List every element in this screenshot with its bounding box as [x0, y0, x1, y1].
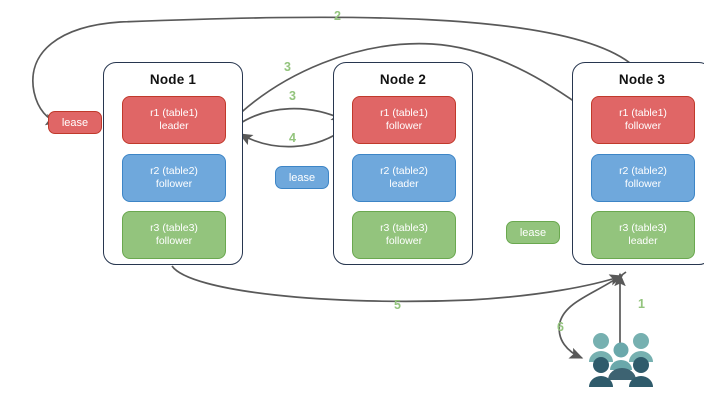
node-3-title: Node 3	[618, 72, 666, 87]
node-3-replica-r3-line2: leader	[628, 235, 658, 247]
node-1-replica-r2-line2: follower	[155, 178, 193, 190]
node-3-replica-r1-line1: r1 (table1)	[619, 107, 667, 119]
node-1-title: Node 1	[149, 72, 197, 87]
lease-blue[interactable]: lease	[275, 166, 329, 189]
node-1-replica-r1-line2: leader	[159, 120, 189, 132]
node-3-container[interactable]: Node 3 r1 (table1) follower r2 (table2) …	[572, 62, 704, 265]
node-3-replica-r1-line2: follower	[624, 120, 662, 132]
step-label-4: 4	[289, 131, 296, 145]
step-label-3b: 3	[289, 89, 296, 103]
node-2-replica-r1[interactable]: r1 (table1) follower	[352, 96, 456, 144]
node-3-replica-r2[interactable]: r2 (table2) follower	[591, 154, 695, 202]
arrow-step-6	[558, 271, 627, 359]
node-2-replica-r1-line1: r1 (table1)	[380, 107, 428, 119]
step-label-3a: 3	[284, 60, 291, 74]
arrow-step-3-lower	[235, 107, 346, 127]
node-1-replica-r2[interactable]: r2 (table2) follower	[122, 154, 226, 202]
node-1-container[interactable]: Node 1 r1 (table1) leader r2 (table2) fo…	[103, 62, 243, 265]
people-group-icon	[589, 333, 653, 387]
node-1-replica-r2-line1: r2 (table2)	[150, 165, 198, 177]
node-3-replica-r1[interactable]: r1 (table1) follower	[591, 96, 695, 144]
lease-blue-label: lease	[288, 171, 316, 184]
node-3-replica-r2-line1: r2 (table2)	[619, 165, 667, 177]
lease-red-label: lease	[61, 116, 89, 129]
people-middle-figure	[610, 342, 632, 370]
people-front-middle-figure	[608, 368, 636, 380]
node-1-replica-r1[interactable]: r1 (table1) leader	[122, 96, 226, 144]
node-2-container[interactable]: Node 2 r1 (table1) follower r2 (table2) …	[333, 62, 473, 265]
node-2-replica-r1-line2: follower	[385, 120, 423, 132]
lease-red[interactable]: lease	[48, 111, 102, 134]
node-1-replica-r3-line1: r3 (table3)	[150, 222, 198, 234]
step-label-6: 6	[557, 320, 564, 334]
node-2-replica-r3-line1: r3 (table3)	[380, 222, 428, 234]
people-back-row	[589, 333, 653, 362]
node-2-replica-r2[interactable]: r2 (table2) leader	[352, 154, 456, 202]
node-1-replica-r3-line2: follower	[155, 235, 193, 247]
people-front-row	[589, 357, 653, 387]
node-2-replica-r2-line2: leader	[389, 178, 419, 190]
node-2-replica-r2-line1: r2 (table2)	[380, 165, 428, 177]
step-label-2: 2	[334, 9, 341, 23]
node-3-replica-r3-line1: r3 (table3)	[619, 222, 667, 234]
step-label-1: 1	[638, 297, 645, 311]
node-3-replica-r3[interactable]: r3 (table3) leader	[591, 211, 695, 259]
arrow-step-3-upper	[227, 42, 602, 126]
arrow-step-2	[32, 16, 631, 126]
arrow-step-5	[171, 265, 624, 303]
node-2-replica-r3-line2: follower	[385, 235, 423, 247]
step-label-5: 5	[394, 298, 401, 312]
node-2-replica-r3[interactable]: r3 (table3) follower	[352, 211, 456, 259]
node-1-replica-r1-line1: r1 (table1)	[150, 107, 198, 119]
node-2-title: Node 2	[379, 72, 427, 87]
lease-green[interactable]: lease	[506, 221, 560, 244]
node-3-replica-r2-line2: follower	[624, 178, 662, 190]
lease-green-label: lease	[519, 226, 547, 239]
node-1-replica-r3[interactable]: r3 (table3) follower	[122, 211, 226, 259]
